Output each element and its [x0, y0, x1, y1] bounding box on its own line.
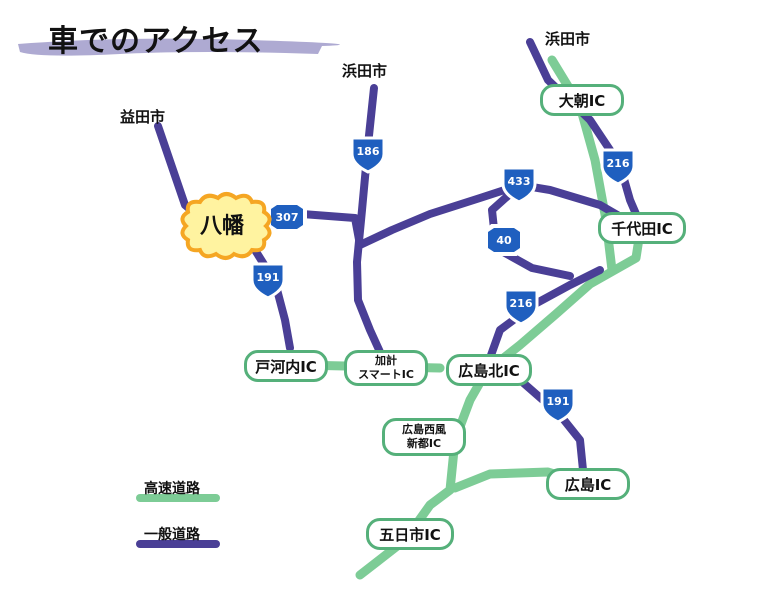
road-186 — [353, 84, 384, 356]
legend-general-road-label: 一般道路 — [144, 527, 200, 543]
interchange-chiyoda-label: 千代田IC — [611, 219, 673, 238]
route-shield-191-upper: 191 — [250, 262, 286, 300]
road-191-lower — [516, 376, 587, 474]
yahata-marker — [180, 192, 272, 260]
legend-expressway-label: 高速道路 — [144, 481, 200, 497]
page-title: 車でのアクセス — [48, 24, 264, 59]
interchange-hiroshima: 広島IC — [546, 468, 630, 500]
interchange-hiroshima-seifu-line2: 新都IC — [406, 437, 442, 450]
city-label-masuda: 益田市 — [120, 108, 166, 126]
route-number-433: 433 — [508, 175, 531, 188]
route-number-307: 307 — [276, 211, 299, 224]
city-label-hamada-center: 浜田市 — [342, 62, 388, 80]
city-label-hamada-right: 浜田市 — [545, 30, 591, 48]
route-shield-216-upper: 216 — [600, 148, 636, 186]
interchange-itsukaichi-label: 五日市IC — [379, 525, 441, 544]
interchange-hiroshima-kita: 広島北IC — [446, 354, 532, 386]
interchange-tokochi: 戸河内IC — [244, 350, 328, 382]
route-shields: 307 186 191 433 40 216 216 191 — [250, 136, 636, 424]
title-underline — [18, 38, 340, 56]
route-number-191-upper: 191 — [257, 271, 280, 284]
interchange-oasa-label: 大朝IC — [558, 91, 606, 110]
route-shield-191-lower: 191 — [540, 386, 576, 424]
route-shield-433: 433 — [501, 166, 537, 204]
title-banner: 車でのアクセス — [14, 10, 334, 62]
interchange-hiroshima-kita-label: 広島北IC — [458, 361, 520, 380]
route-number-40: 40 — [496, 234, 512, 247]
interchange-hiroshima-seifu: 広島西風 新都IC — [382, 418, 466, 456]
route-shield-216-lower: 216 — [503, 288, 539, 326]
route-number-191-lower: 191 — [547, 395, 570, 408]
route-number-216-upper: 216 — [607, 157, 630, 170]
route-shield-307: 307 — [267, 201, 307, 233]
interchange-kake-smart: 加計 スマートIC — [344, 350, 428, 386]
route-number-186: 186 — [357, 145, 380, 158]
route-shield-40: 40 — [484, 224, 524, 256]
route-number-216-lower: 216 — [510, 297, 533, 310]
destination-label: 八幡 — [200, 214, 245, 239]
road-216-north — [526, 38, 646, 232]
road-307 — [261, 181, 644, 249]
interchange-kake-line1: 加計 — [375, 354, 397, 367]
route-shield-186: 186 — [350, 136, 386, 174]
interchange-oasa: 大朝IC — [540, 84, 624, 116]
interchange-itsukaichi: 五日市IC — [366, 518, 454, 550]
interchange-chiyoda: 千代田IC — [598, 212, 686, 244]
interchange-hiroshima-seifu-line1: 広島西風 — [402, 423, 446, 436]
expressway-sanyo — [355, 227, 645, 580]
interchange-kake-line2: スマートIC — [358, 368, 414, 381]
interchange-hiroshima-label: 広島IC — [564, 475, 612, 494]
interchange-tokochi-label: 戸河内IC — [255, 357, 317, 376]
